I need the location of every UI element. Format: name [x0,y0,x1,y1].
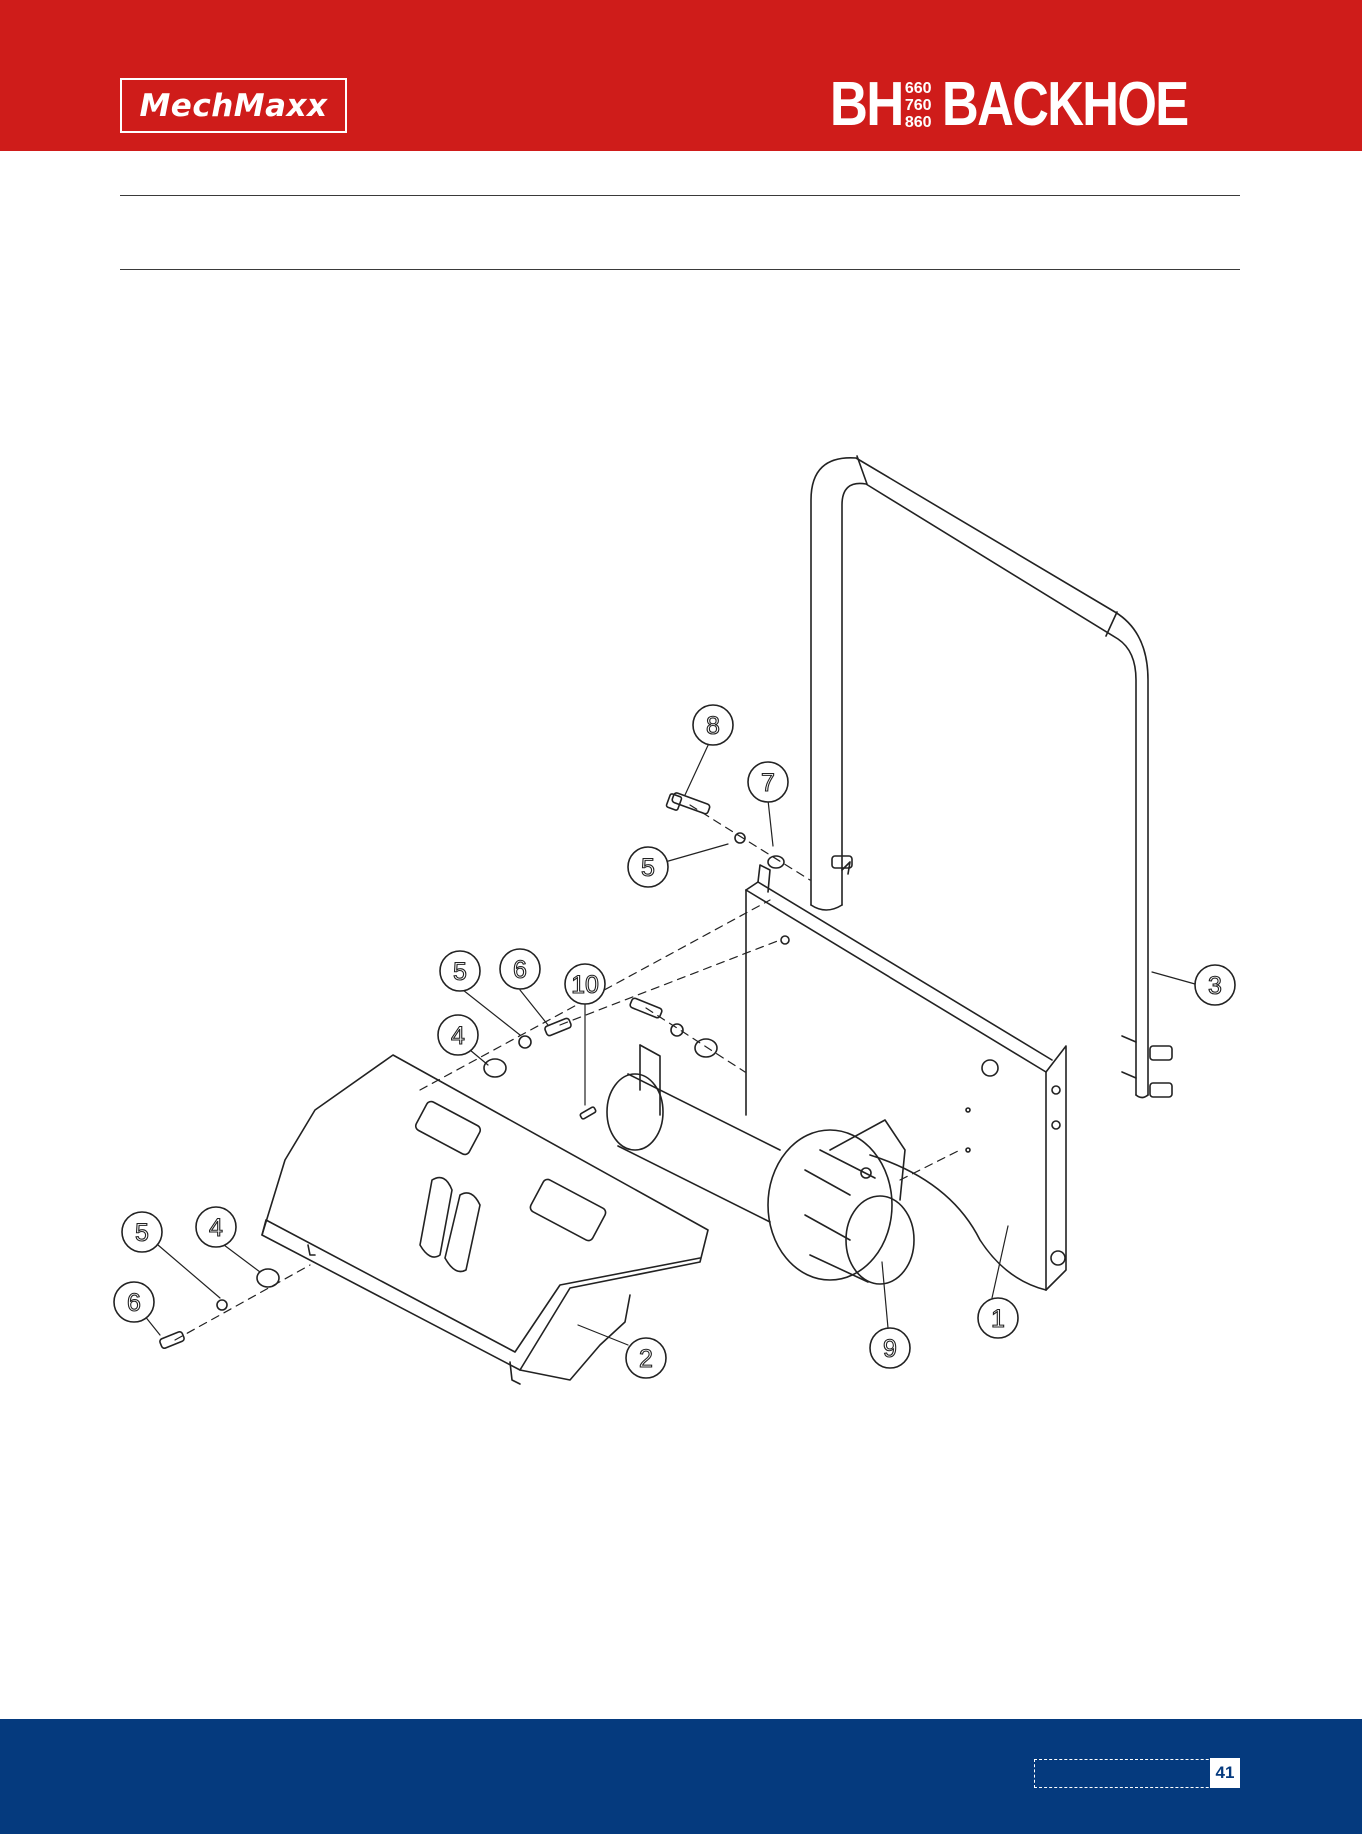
callout-7: 7 [748,762,788,802]
svg-text:6: 6 [513,956,527,984]
svg-text:10: 10 [571,971,599,999]
svg-text:9: 9 [883,1335,897,1363]
svg-text:4: 4 [451,1022,465,1050]
svg-text:1: 1 [991,1305,1005,1333]
svg-text:5: 5 [453,958,467,986]
fasteners [159,792,784,1349]
callout-8: 8 [693,705,733,745]
model-list: 660 760 860 [905,80,932,131]
svg-text:6: 6 [127,1289,141,1317]
callout-9: 9 [870,1328,910,1368]
model-660: 660 [905,80,932,97]
main-bracket [746,865,1066,1290]
callout-5-mid: 5 [440,951,480,991]
callout-4-mid: 4 [438,1015,478,1055]
callout-1: 1 [978,1298,1018,1338]
svg-text:2: 2 [639,1345,653,1373]
model-760: 760 [905,97,932,114]
svg-text:8: 8 [706,712,720,740]
svg-text:5: 5 [641,854,655,882]
callout-5-top: 5 [628,847,668,887]
callout-6-mid: 6 [500,949,540,989]
callout-3: 3 [1195,965,1235,1005]
winch-motor [607,1045,914,1284]
callout-5-left: 5 [122,1212,162,1252]
product-title: BH 660 760 860 BACKHOE [817,72,1241,138]
footer-bar: 41 [0,1719,1362,1834]
callout-2: 2 [626,1338,666,1378]
top-divider [120,195,1240,196]
callout-10: 10 [565,964,605,1004]
callout-4-left: 4 [196,1207,236,1247]
svg-text:4: 4 [209,1214,223,1242]
svg-text:3: 3 [1208,972,1222,1000]
svg-text:5: 5 [135,1219,149,1247]
product-name: BACKHOE [942,74,1188,136]
page-number-box: 41 [1034,1759,1239,1788]
cover-plate [262,1055,708,1384]
header-bar: MechMaxx BH 660 760 860 BACKHOE [0,0,1362,151]
handle-bar [811,456,1172,1098]
brand-logo: MechMaxx [120,78,347,133]
callout-6-left: 6 [114,1282,154,1322]
brand-name: MechMaxx [139,88,327,124]
model-860: 860 [905,114,932,131]
product-prefix: BH [830,74,903,136]
svg-text:7: 7 [761,769,775,797]
page-number: 41 [1210,1758,1240,1788]
callouts: 8 7 5 5 6 10 4 3 1 9 2 5 4 6 [114,705,1235,1378]
exploded-parts-diagram: 8 7 5 5 6 10 4 3 1 9 2 5 4 6 [0,260,1362,1460]
